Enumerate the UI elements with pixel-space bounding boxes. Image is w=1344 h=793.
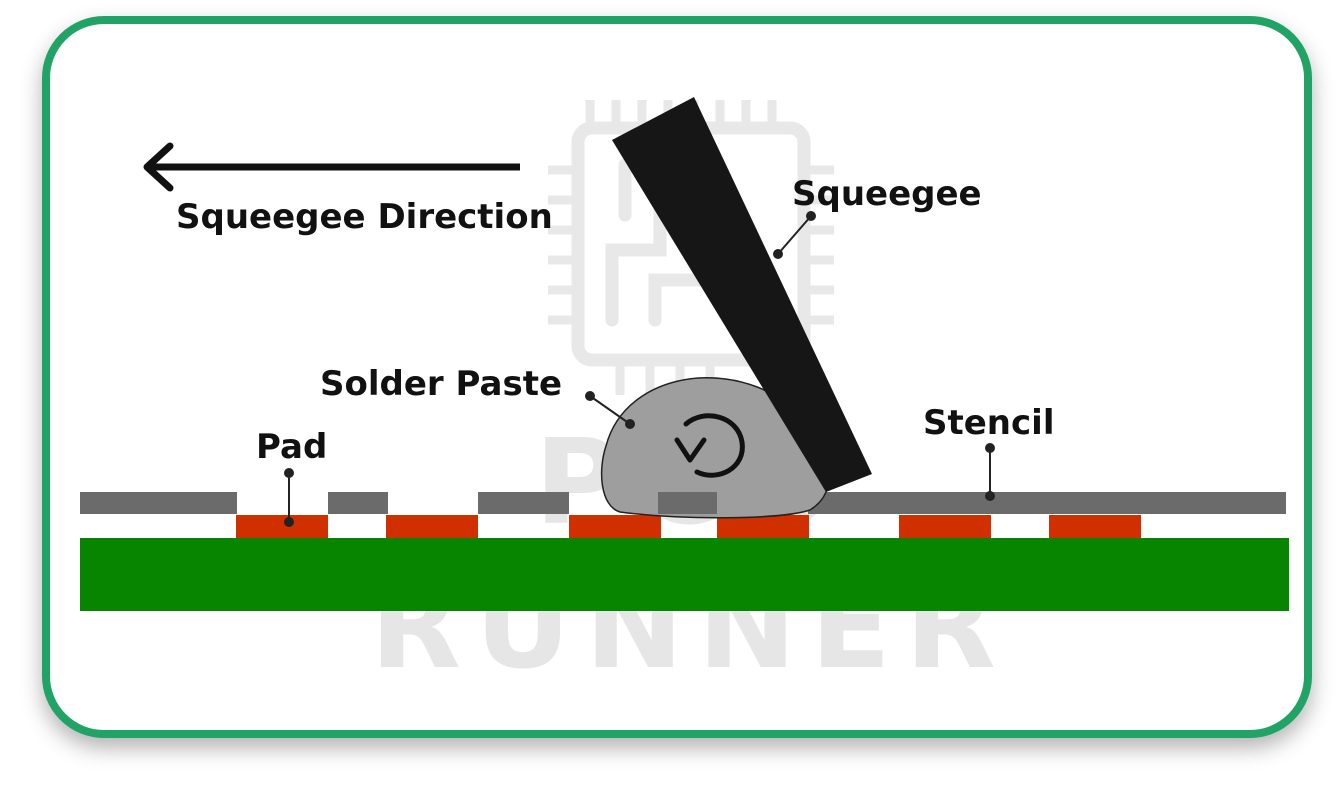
pad — [236, 515, 328, 538]
solder-paste-label: Solder Paste — [320, 364, 562, 404]
pad — [899, 515, 991, 538]
squeegee — [612, 97, 872, 492]
stencil — [80, 492, 1286, 514]
stencil-segment — [478, 492, 569, 514]
pads — [236, 515, 1141, 538]
stencil-segment — [80, 492, 237, 514]
stencil-segment — [658, 492, 717, 514]
stencil-segment — [808, 492, 1286, 514]
squeegee-direction-label: Squeegee Direction — [176, 197, 553, 237]
pad — [386, 515, 478, 538]
pcb-board — [80, 538, 1289, 611]
pad — [717, 515, 809, 538]
pad — [1049, 515, 1141, 538]
rolling-arrow-icon — [674, 413, 745, 478]
pad — [569, 515, 661, 538]
leader-lines — [284, 211, 995, 527]
squeegee-label: Squeegee — [792, 174, 982, 214]
pad-label: Pad — [256, 427, 327, 467]
stencil-segment — [328, 492, 388, 514]
stencil-label: Stencil — [923, 403, 1054, 443]
direction-arrow-icon — [143, 142, 520, 192]
